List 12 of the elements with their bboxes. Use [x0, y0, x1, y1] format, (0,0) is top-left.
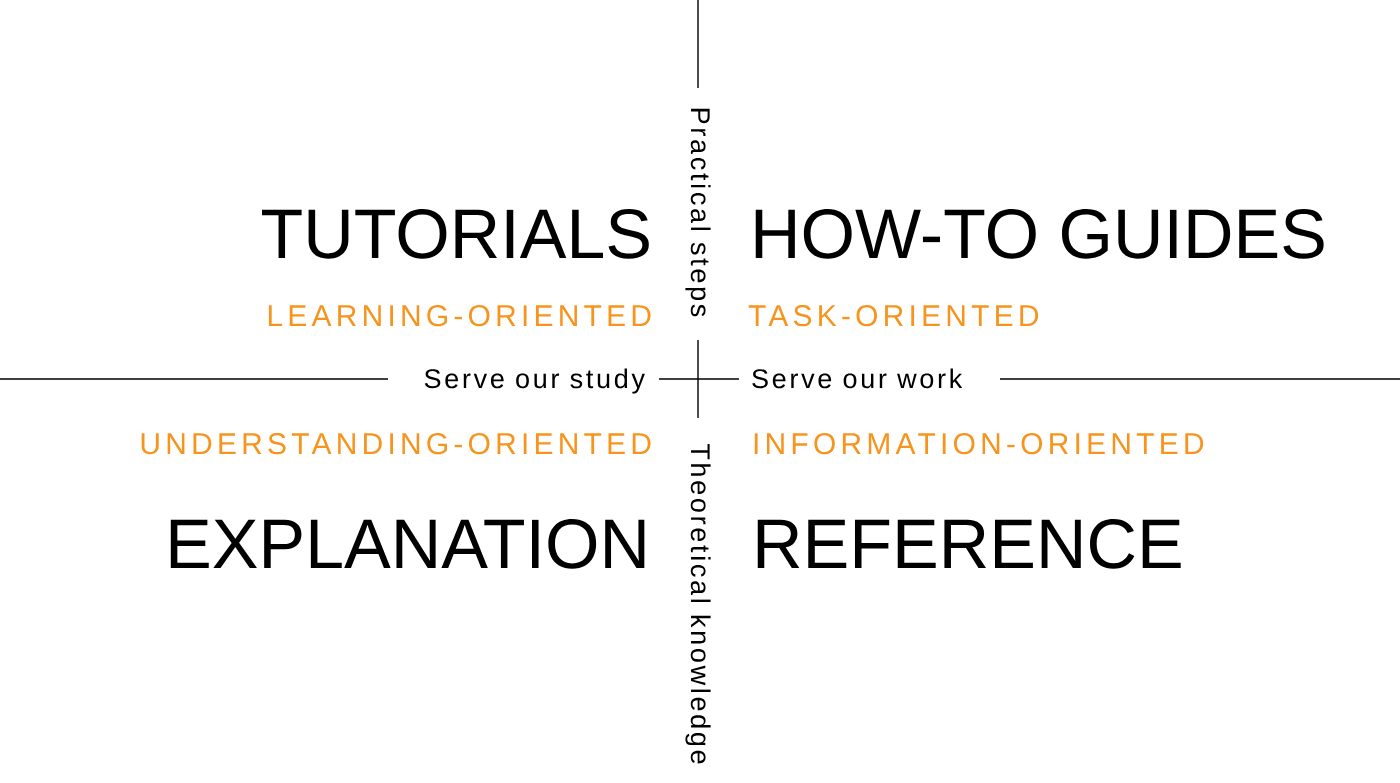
quadrant-subtitle: TASK-ORIENTED — [748, 305, 1039, 327]
quadrant-title: REFERENCE — [757, 519, 1181, 569]
quadrant-subtitle: INFORMATION-ORIENTED — [754, 433, 1204, 455]
axis-label: Theoretical knowledge — [685, 443, 711, 764]
quadrant-title: TUTORIALS — [262, 209, 649, 259]
quadrant-subtitle: LEARNING-ORIENTED — [268, 305, 651, 327]
quadrant-title: HOW-TO GUIDES — [755, 209, 1324, 259]
axis-label: Practical steps — [685, 108, 711, 317]
axis-label: Serve our study — [424, 368, 645, 394]
quadrant-title: EXPLANATION — [170, 519, 645, 569]
axis-label: Serve our work — [752, 368, 963, 389]
quadrant-subtitle: UNDERSTANDING-ORIENTED — [141, 433, 651, 455]
